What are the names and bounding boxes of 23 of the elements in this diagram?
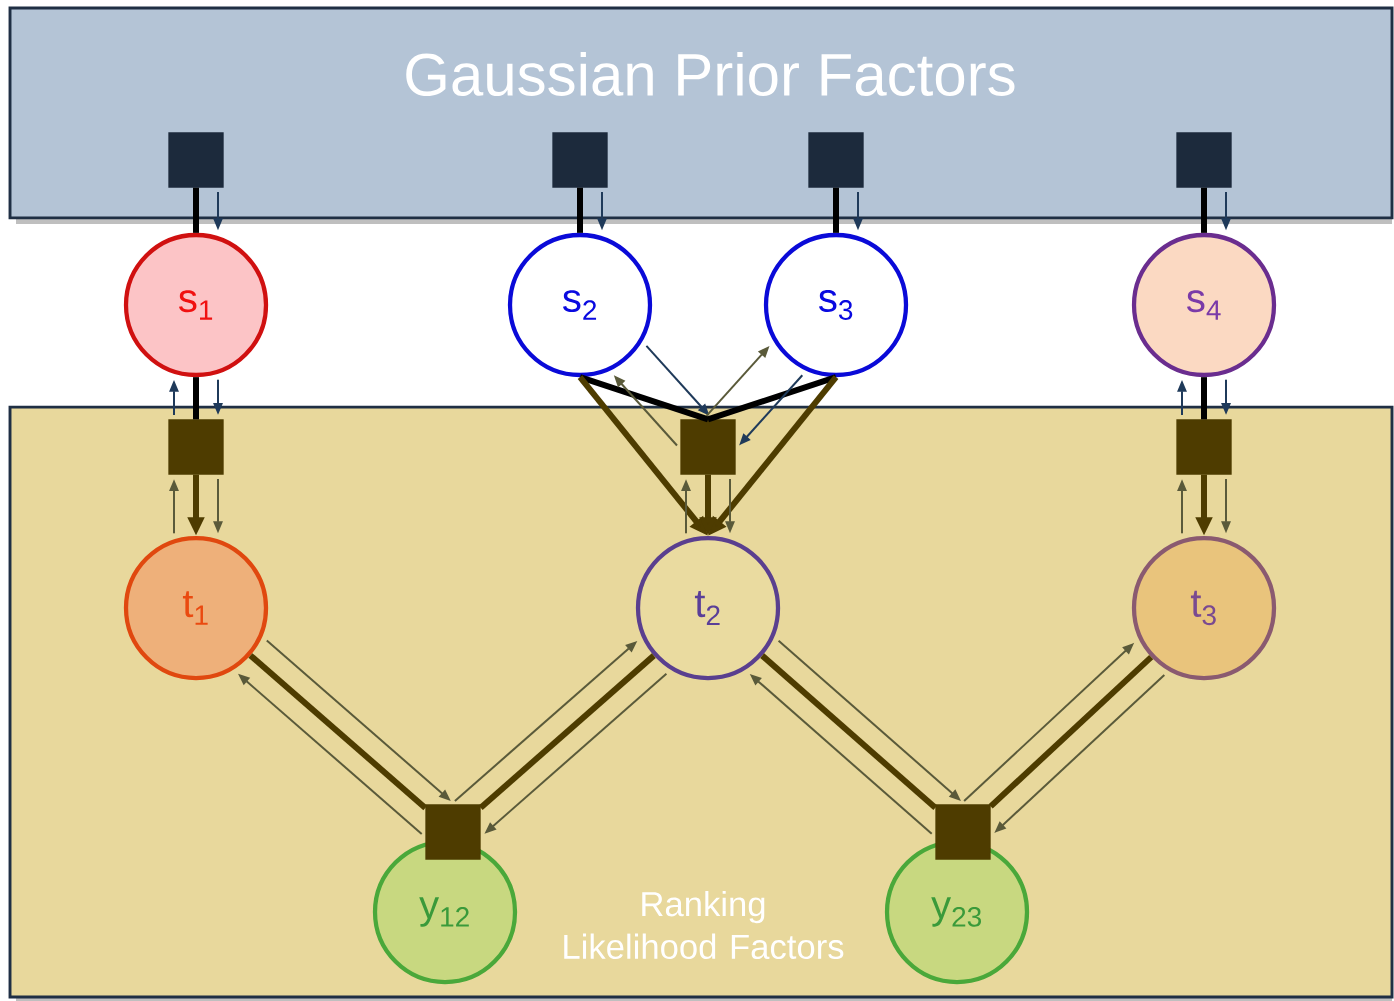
factor-square bbox=[552, 132, 608, 188]
connector bbox=[193, 377, 199, 420]
factor-square bbox=[425, 804, 481, 860]
factor-square bbox=[935, 804, 991, 860]
factor-square bbox=[1176, 419, 1232, 475]
connector bbox=[478, 653, 656, 810]
connector bbox=[579, 374, 709, 423]
connector bbox=[248, 653, 428, 811]
connector bbox=[577, 187, 583, 233]
connector bbox=[1201, 377, 1207, 420]
factor-square bbox=[168, 419, 224, 475]
factor-square bbox=[680, 419, 736, 475]
connector bbox=[988, 654, 1154, 809]
connector bbox=[760, 653, 938, 810]
band: Gaussian Prior Factors bbox=[8, 6, 1394, 224]
connector bbox=[707, 374, 837, 423]
connector bbox=[193, 187, 199, 233]
message-arrow bbox=[777, 639, 961, 801]
connector bbox=[833, 187, 839, 233]
connector bbox=[1201, 187, 1207, 233]
factor-square bbox=[1176, 132, 1232, 188]
factor-square bbox=[808, 132, 864, 188]
factor-square bbox=[168, 132, 224, 188]
